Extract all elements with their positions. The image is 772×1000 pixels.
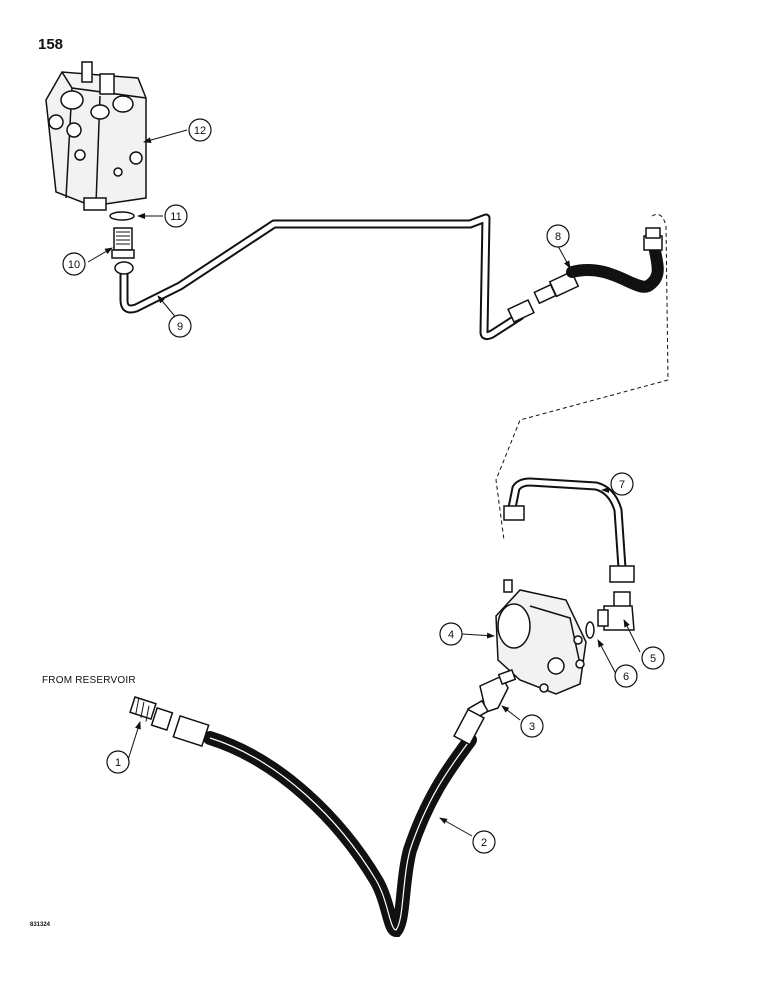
callout-10: 10 [62, 252, 86, 276]
callout-5-label: 5 [650, 653, 656, 665]
figure-code: 831324 [30, 922, 51, 928]
callout-10-label: 10 [68, 259, 80, 271]
callout-1-label: 1 [115, 757, 121, 769]
control-valve [45, 61, 147, 211]
callout-8-label: 8 [555, 231, 561, 243]
callout-4: 4 [439, 622, 463, 646]
callout-12-label: 12 [194, 125, 206, 137]
callouts: 1 2 3 4 5 6 7 8 [62, 118, 665, 854]
callout-9: 9 [168, 314, 192, 338]
callout-9-label: 9 [177, 321, 183, 333]
callout-2: 2 [472, 830, 496, 854]
callout-6-label: 6 [623, 671, 629, 683]
callout-3: 3 [520, 714, 544, 738]
hose-8 [533, 227, 664, 305]
callout-4-label: 4 [448, 629, 454, 641]
page-number: 158 [38, 36, 64, 53]
tube-7 [503, 477, 635, 583]
tube-9 [114, 213, 535, 341]
callout-8: 8 [546, 224, 570, 248]
callout-2-label: 2 [481, 837, 487, 849]
elbow-3 [467, 668, 517, 721]
o-ring-11 [109, 211, 135, 221]
o-ring-6 [585, 621, 595, 639]
callout-11-label: 11 [170, 211, 181, 223]
fitting-1 [129, 696, 174, 731]
pump [495, 579, 587, 695]
callout-1: 1 [106, 750, 130, 774]
leader-lines [87, 129, 641, 837]
hose-2 [172, 708, 486, 938]
from-reservoir-label: FROM RESERVOIR [42, 675, 136, 686]
callout-7-label: 7 [619, 479, 625, 491]
callout-5: 5 [641, 646, 665, 670]
callout-12: 12 [188, 118, 212, 142]
callout-6: 6 [614, 664, 638, 688]
elbow-5 [597, 591, 635, 631]
connection-line [495, 213, 669, 541]
callout-3-label: 3 [529, 721, 535, 733]
callout-7: 7 [610, 472, 634, 496]
callout-11: 11 [164, 204, 188, 228]
fitting-10 [111, 227, 135, 259]
